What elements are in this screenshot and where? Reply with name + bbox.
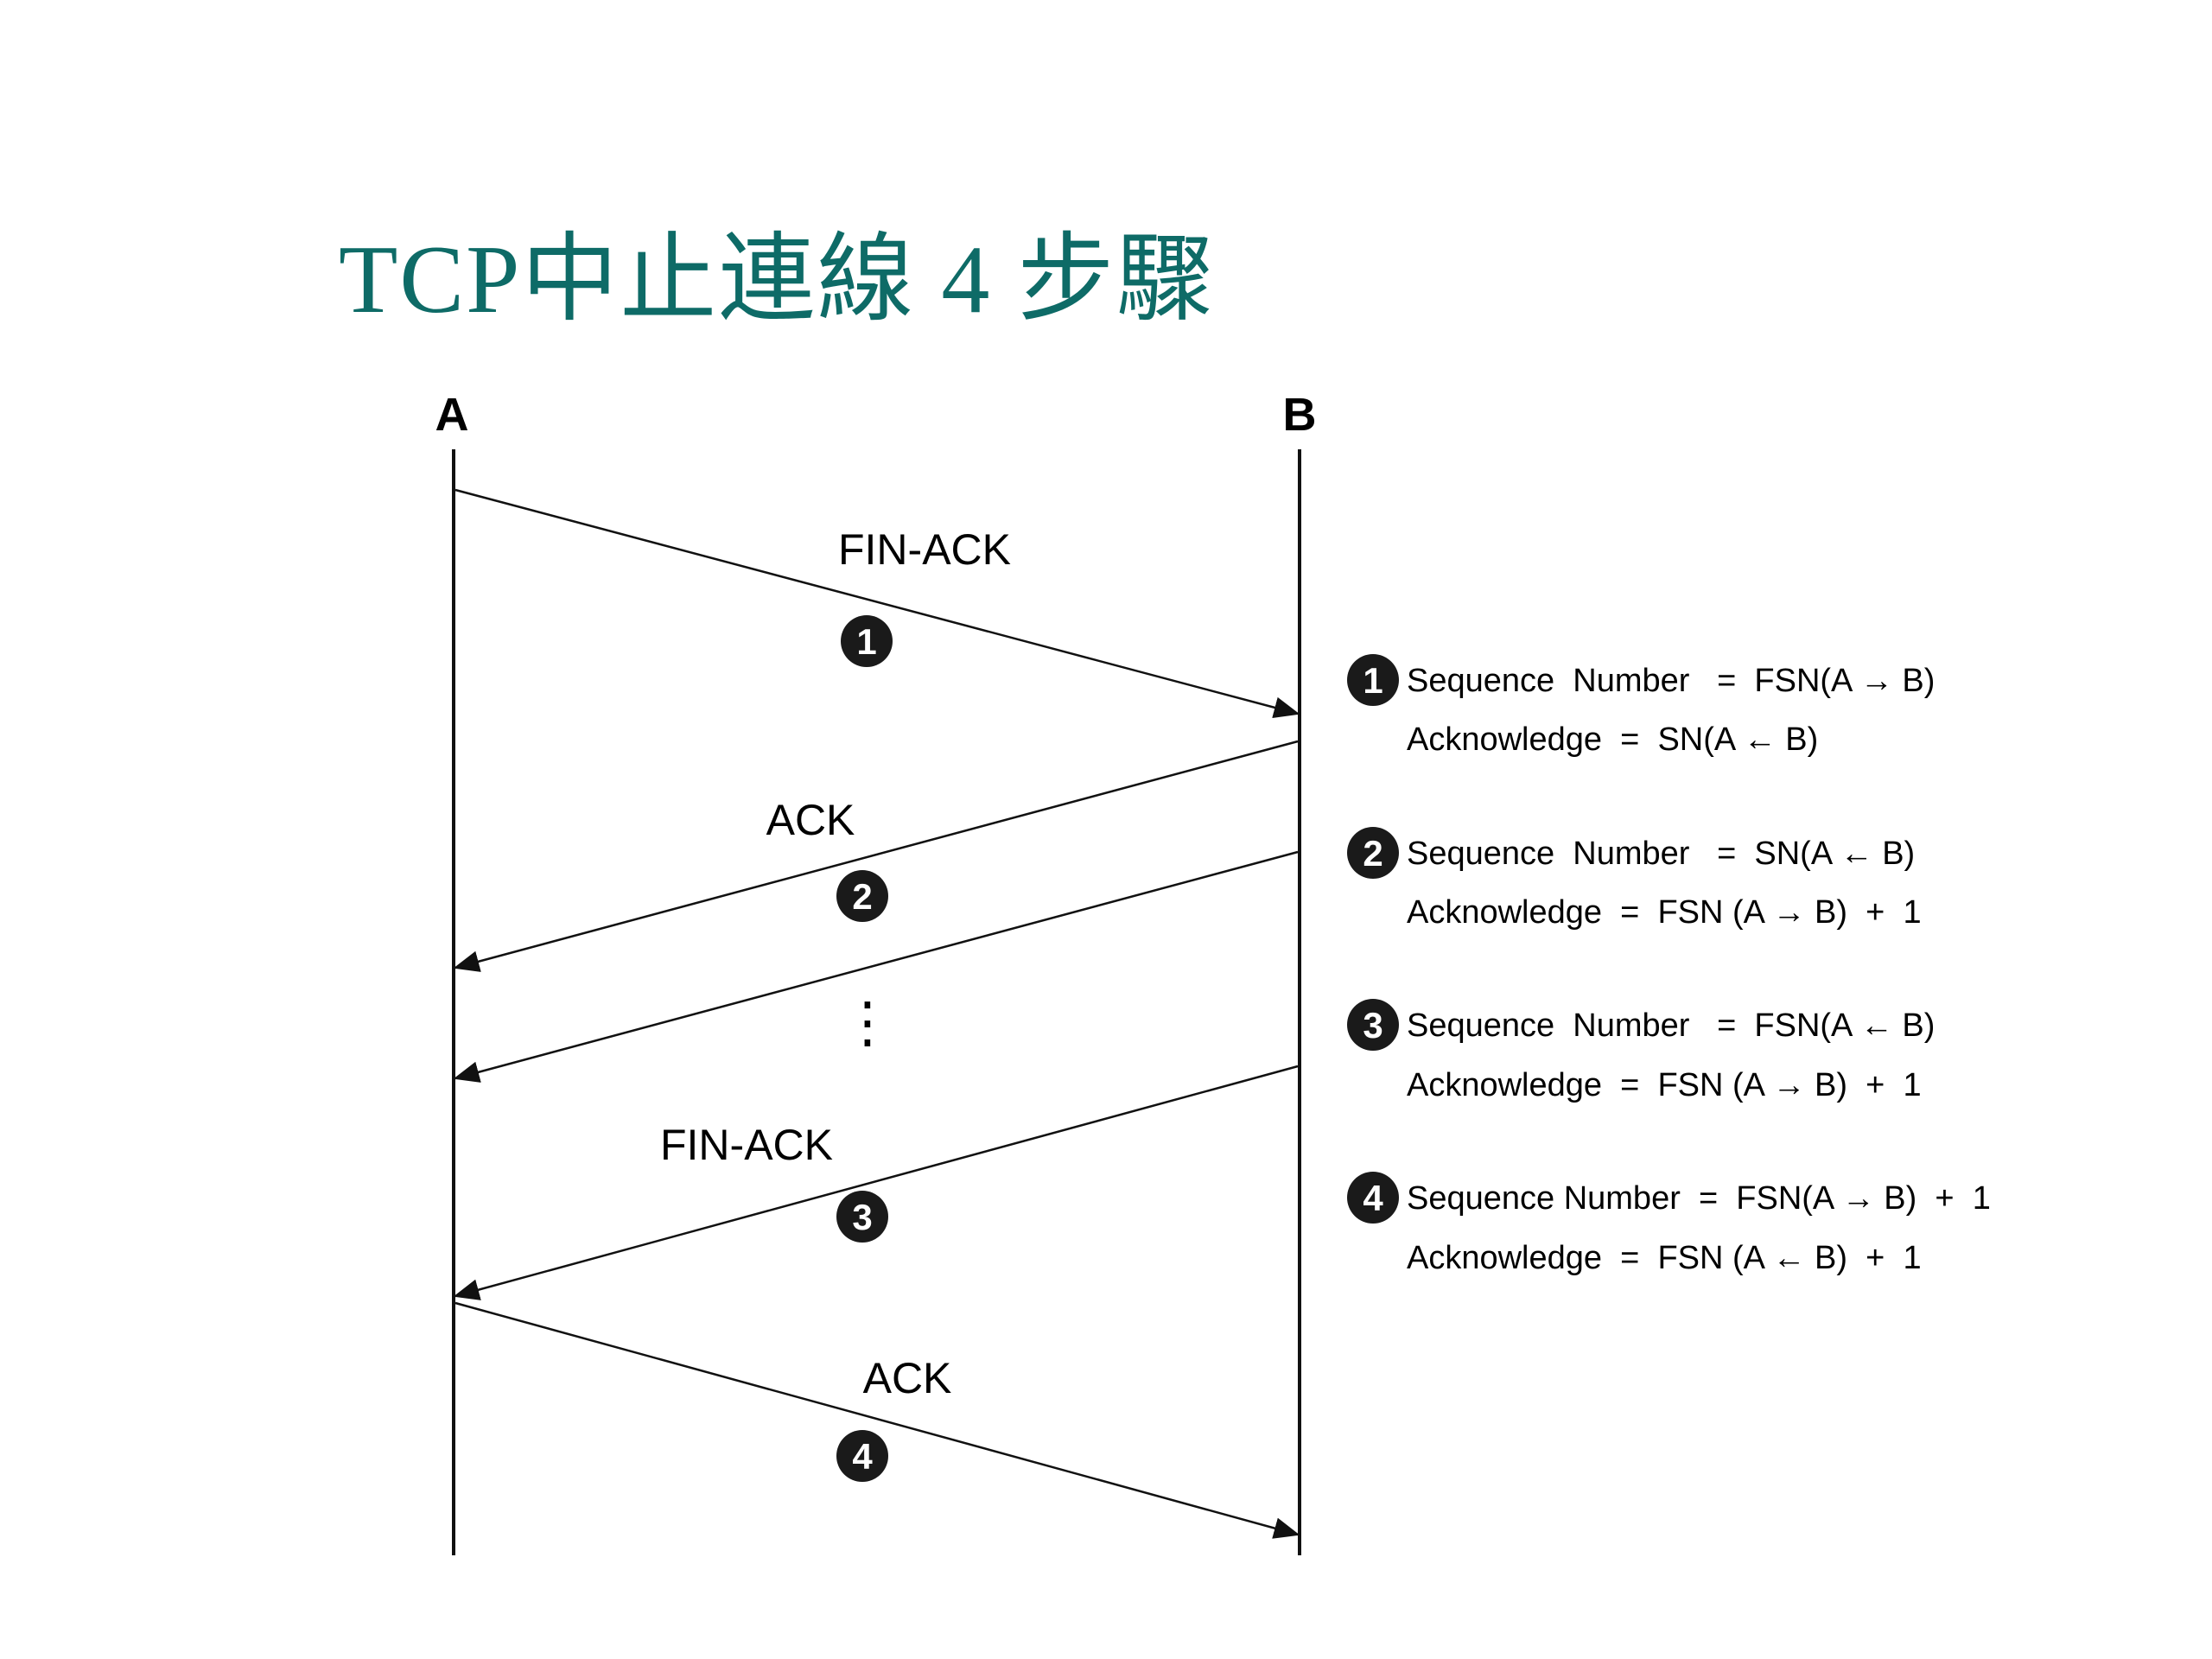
note-1-number: 1 <box>1363 660 1382 701</box>
message-arrow-4 <box>454 1301 1300 1539</box>
note-3-number: 3 <box>1363 1005 1382 1046</box>
note-4-sequence: Sequence Number = FSN(A → B) + 1 <box>1407 1180 1991 1217</box>
ellipsis-marker: ⋮ <box>840 991 895 1053</box>
message-label-1: FIN-ACK <box>838 525 1011 574</box>
note-2: 2 Sequence Number = SN(A ← B) Acknowledg… <box>1347 827 1922 931</box>
note-1-acknowledge: Acknowledge = SN(A ← B) <box>1407 721 1818 758</box>
note-3: 3 Sequence Number = FSN(A ← B) Acknowled… <box>1347 999 1935 1103</box>
message-arrow-1 <box>454 488 1300 719</box>
note-4-acknowledge: Acknowledge = FSN (A ← B) + 1 <box>1407 1240 1922 1276</box>
message-arrow-2 <box>453 740 1299 972</box>
step-badge-4: 4 <box>836 1430 888 1482</box>
message-arrow-3 <box>453 1065 1299 1300</box>
step-badge-3: 3 <box>836 1191 888 1243</box>
step-badge-3-number: 3 <box>852 1197 872 1237</box>
step-badge-1: 1 <box>841 615 893 667</box>
page-title: TCP中止連線 4 步驟 <box>339 226 1215 334</box>
note-4: 4 Sequence Number = FSN(A → B) + 1 Ackno… <box>1347 1172 1991 1276</box>
note-1-sequence: Sequence Number = FSN(A → B) <box>1407 663 1935 699</box>
message-label-3: FIN-ACK <box>660 1121 833 1169</box>
message-label-4: ACK <box>863 1354 952 1402</box>
note-2-acknowledge: Acknowledge = FSN (A → B) + 1 <box>1407 894 1922 931</box>
host-a-label: A <box>435 389 469 441</box>
message-arrow-extra <box>453 850 1299 1083</box>
step-badge-2-number: 2 <box>852 876 872 917</box>
note-2-sequence: Sequence Number = SN(A ← B) <box>1407 836 1915 872</box>
note-2-number: 2 <box>1363 833 1382 874</box>
host-b-label: B <box>1283 389 1317 441</box>
step-badge-2: 2 <box>836 870 888 922</box>
note-4-number: 4 <box>1363 1178 1383 1218</box>
message-label-2: ACK <box>766 796 855 844</box>
note-3-acknowledge: Acknowledge = FSN (A → B) + 1 <box>1407 1067 1922 1103</box>
note-1: 1 Sequence Number = FSN(A → B) Acknowled… <box>1347 654 1935 758</box>
step-badge-1-number: 1 <box>856 621 876 662</box>
note-3-sequence: Sequence Number = FSN(A ← B) <box>1407 1007 1935 1044</box>
step-badge-4-number: 4 <box>852 1436 873 1477</box>
